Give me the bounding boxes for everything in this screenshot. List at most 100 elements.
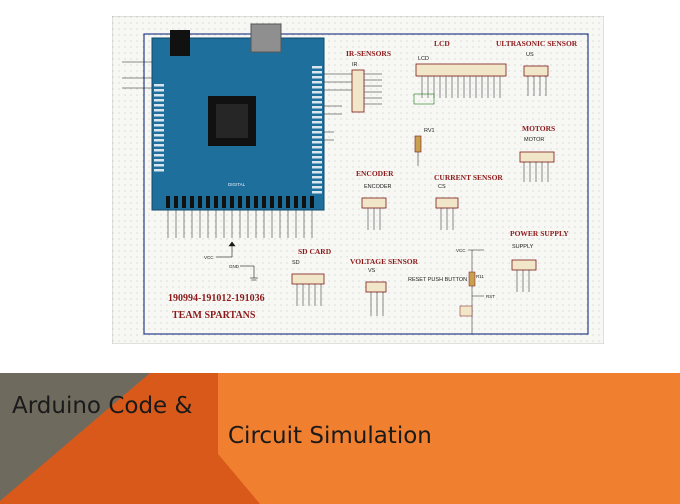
sd-card-title: SD CARD — [298, 247, 332, 256]
board-pin — [312, 166, 322, 169]
board-pin — [154, 109, 164, 112]
supply-part-label: SUPPLY — [512, 244, 534, 250]
board-pin — [302, 196, 306, 208]
board-pin — [312, 181, 322, 184]
board-pin — [312, 71, 322, 74]
board-pin — [154, 159, 164, 162]
board-pin — [312, 171, 322, 174]
board-pin — [154, 104, 164, 107]
board-pin — [154, 94, 164, 97]
current-sensor-title: CURRENT SENSOR — [434, 173, 503, 182]
ultrasonic-connector — [523, 65, 549, 96]
board-pin — [174, 196, 178, 208]
board-pin — [312, 136, 322, 139]
board-pin — [312, 106, 322, 109]
power-symbols — [216, 241, 258, 281]
board-pin — [312, 156, 322, 159]
board-pin — [312, 146, 322, 149]
board-pin — [230, 196, 234, 208]
board-pin — [246, 196, 250, 208]
board-pin — [222, 196, 226, 208]
board-pin — [154, 114, 164, 117]
board-pin — [312, 161, 322, 164]
r11-label: R11 — [476, 274, 484, 279]
arduino-board: DIGITAL — [151, 23, 325, 211]
board-pin — [312, 91, 322, 94]
board-pin — [154, 129, 164, 132]
board-pin — [262, 196, 266, 208]
rv1-potentiometer — [414, 135, 422, 166]
sheet-border — [143, 33, 589, 335]
board-pin — [312, 81, 322, 84]
rst-label: RST — [486, 294, 495, 299]
circuit-schematic: DIGITAL — [112, 16, 604, 344]
reset-circuit — [459, 249, 484, 334]
team-ids: 190994-191012-191036 — [168, 293, 265, 304]
board-pin — [312, 116, 322, 119]
board-pin — [312, 151, 322, 154]
board-pin — [154, 84, 164, 87]
sd-part-label: SD — [292, 260, 300, 266]
supply-connector — [511, 259, 537, 292]
sd-connector — [291, 273, 325, 306]
board-pin — [166, 196, 170, 208]
board-pin — [312, 131, 322, 134]
power-supply-title: POWER SUPPLY — [510, 229, 569, 238]
board-pin — [214, 196, 218, 208]
board-pin — [312, 101, 322, 104]
board-pin — [238, 196, 242, 208]
board-pin — [312, 66, 322, 69]
board-pin — [270, 196, 274, 208]
board-pin — [312, 191, 322, 194]
lcd-connector — [413, 63, 507, 105]
gnd-label: GND — [229, 264, 240, 269]
board-pin — [312, 186, 322, 189]
voltage-sensor-connector — [365, 281, 387, 316]
motor-part-label: MOTOR — [524, 137, 544, 143]
board-pin — [154, 134, 164, 137]
encoder-connector — [361, 197, 387, 230]
ir-connector — [351, 69, 382, 113]
reset-push-button-label: RESET PUSH BUTTON — [408, 277, 467, 283]
board-pin — [154, 124, 164, 127]
board-pin — [312, 111, 322, 114]
board-bottom-pins — [166, 196, 314, 208]
board-pin — [154, 144, 164, 147]
banner-background — [0, 373, 680, 504]
vcc-label: VCC — [204, 255, 214, 260]
reset-vcc-label: VCC — [456, 248, 466, 253]
motor-connector — [519, 151, 555, 182]
title-banner: Arduino Code & Circuit Simulation — [0, 373, 680, 504]
left-inputs — [122, 61, 152, 89]
board-pin — [190, 196, 194, 208]
board-pin — [312, 126, 322, 129]
board-pin — [154, 164, 164, 167]
lcd-part-label: LCD — [418, 56, 429, 62]
vs-part-label: VS — [368, 268, 376, 274]
board-pin — [206, 196, 210, 208]
board-pin — [154, 154, 164, 157]
encoder-part-label: ENCODER — [364, 184, 392, 190]
board-pin — [154, 169, 164, 172]
board-pin — [154, 99, 164, 102]
banner-line-1: Arduino Code & — [12, 393, 193, 419]
cs-part-label: CS — [438, 184, 446, 190]
board-pin — [286, 196, 290, 208]
ir-part-label: IR — [352, 62, 358, 68]
board-pin — [154, 149, 164, 152]
board-pin — [312, 96, 322, 99]
board-pin — [182, 196, 186, 208]
right-wires — [324, 73, 352, 141]
board-pin — [198, 196, 202, 208]
rv1-label: RV1 — [424, 128, 435, 134]
board-pin — [278, 196, 282, 208]
board-pin — [312, 176, 322, 179]
board-pin — [312, 86, 322, 89]
digital-label: DIGITAL — [228, 182, 246, 187]
lcd-title: LCD — [434, 39, 450, 48]
board-pin — [254, 196, 258, 208]
us-part-label: US — [526, 52, 534, 58]
board-pin — [154, 89, 164, 92]
ultrasonic-title: ULTRASONIC SENSOR — [496, 39, 578, 48]
board-left-pins — [154, 84, 164, 172]
